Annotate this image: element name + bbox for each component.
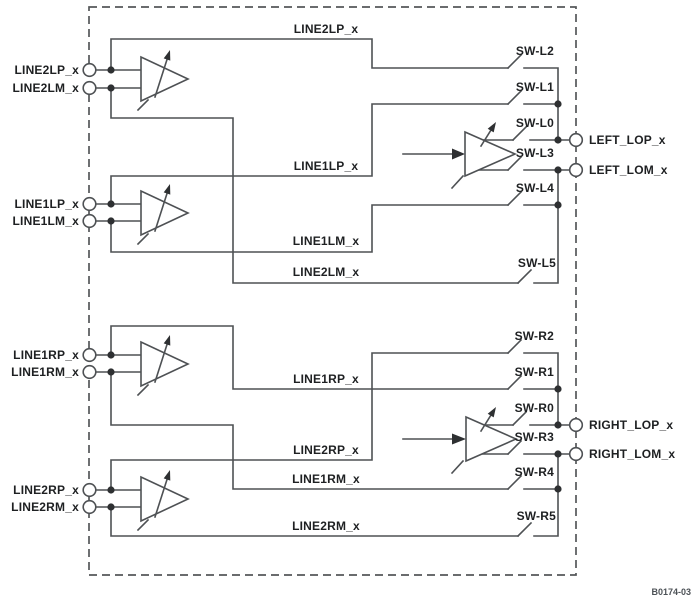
gain-arrow bbox=[153, 343, 169, 384]
switch-sw-r1-arm bbox=[506, 374, 523, 391]
line2rm-bypass-wire bbox=[110, 506, 519, 537]
line2lp-bypass-wire bbox=[110, 38, 509, 71]
pin-label-left-lop: LEFT_LOP_x bbox=[589, 133, 666, 147]
switch-sw-r2-arm bbox=[506, 338, 523, 355]
switch-label-sw-r0: SW-R0 bbox=[514, 401, 554, 415]
pin-label-right-lom: RIGHT_LOM_x bbox=[589, 447, 676, 461]
junction-dots bbox=[107, 66, 562, 511]
terminal-line2rm bbox=[82, 499, 97, 515]
terminal-right-lop bbox=[568, 417, 584, 433]
switch-label-sw-l2: SW-L2 bbox=[515, 44, 554, 58]
pin-label-line1rp: LINE1RP_x bbox=[13, 348, 79, 362]
terminal-line1rm bbox=[82, 364, 97, 380]
net-label-line2lp: LINE2LP_x bbox=[293, 22, 359, 36]
switch-label-sw-r3: SW-R3 bbox=[514, 430, 554, 444]
switch-label-sw-l1: SW-L1 bbox=[515, 80, 554, 94]
left-input-stub-wires bbox=[95, 69, 142, 222]
net-label-line1rp: LINE1RP_x bbox=[293, 372, 359, 386]
left-line-output-driver-amp bbox=[450, 122, 517, 190]
switch-label-sw-l3: SW-L3 bbox=[515, 146, 554, 160]
right-channel-circuit bbox=[95, 325, 571, 538]
net-label-line2rp: LINE2RP_x bbox=[293, 443, 359, 457]
gain-arrow bbox=[153, 58, 169, 99]
right-input-stub-wires bbox=[95, 354, 142, 508]
terminal-line2rp bbox=[82, 482, 97, 498]
net-label-line1rm: LINE1RM_x bbox=[292, 472, 360, 486]
gain-arrow bbox=[479, 414, 492, 433]
pin-label-line2rm: LINE2RM_x bbox=[11, 500, 79, 514]
pin-label-line2lp: LINE2LP_x bbox=[14, 63, 79, 77]
gain-arrow bbox=[479, 129, 492, 148]
left-m-rail-wire bbox=[533, 169, 571, 284]
io-terminals bbox=[82, 62, 584, 515]
line1rp-bypass-wire bbox=[110, 325, 509, 390]
switch-sw-r5-arm bbox=[516, 521, 533, 538]
switch-sw-r0-arm bbox=[511, 410, 528, 427]
line2-left-input-amp bbox=[136, 50, 190, 112]
pin-label-line1lm: LINE1LM_x bbox=[12, 214, 79, 228]
line1rm-bypass-wire bbox=[110, 371, 509, 490]
terminal-line2lm bbox=[82, 80, 97, 96]
right-switch-output-stubs bbox=[523, 388, 559, 490]
left-switch-output-stubs bbox=[523, 103, 559, 206]
right-m-rail-wire bbox=[533, 453, 571, 537]
switch-sw-l5-arm bbox=[516, 268, 533, 285]
figure-code: B0174-03 bbox=[651, 587, 691, 597]
net-label-line2lm: LINE2LM_x bbox=[292, 265, 360, 279]
line1-right-input-amp bbox=[136, 335, 190, 397]
line2-right-input-amp bbox=[136, 470, 190, 532]
switch-label-sw-l0: SW-L0 bbox=[515, 116, 554, 130]
net-label-line2rm: LINE2RM_x bbox=[292, 519, 360, 533]
line1-left-input-amp bbox=[136, 184, 190, 246]
switch-label-sw-l5: SW-L5 bbox=[517, 256, 556, 270]
gain-slash bbox=[450, 174, 465, 190]
left-channel-circuit bbox=[95, 38, 571, 285]
terminal-line2lp bbox=[82, 62, 97, 78]
gain-slash bbox=[136, 98, 150, 112]
switch-label-sw-r2: SW-R2 bbox=[514, 329, 554, 343]
line1lm-bypass-wire bbox=[110, 204, 509, 253]
gain-slash bbox=[136, 232, 150, 246]
switch-sw-l3-arm bbox=[506, 155, 523, 172]
pin-label-line1lp: LINE1LP_x bbox=[14, 197, 79, 211]
terminal-right-lom bbox=[568, 446, 584, 462]
net-label-line1lp: LINE1LP_x bbox=[293, 159, 359, 173]
switch-sw-r3-arm bbox=[506, 439, 523, 456]
terminal-line1lm bbox=[82, 213, 97, 229]
terminal-line1lp bbox=[82, 196, 97, 212]
left-driver-input-arrow bbox=[402, 148, 465, 160]
gain-slash bbox=[136, 518, 150, 532]
right-line-output-driver-amp bbox=[450, 407, 518, 475]
switch-label-sw-r5: SW-R5 bbox=[516, 509, 556, 523]
pin-label-line2lm: LINE2LM_x bbox=[12, 81, 79, 95]
pin-label-line2rp: LINE2RP_x bbox=[13, 483, 79, 497]
switch-sw-l2-arm bbox=[506, 53, 523, 70]
switch-sw-l4-arm bbox=[506, 190, 523, 207]
pin-label-line1rm: LINE1RM_x bbox=[11, 365, 79, 379]
gain-slash bbox=[450, 459, 465, 475]
switch-label-sw-r1: SW-R1 bbox=[514, 365, 554, 379]
switch-sw-l1-arm bbox=[506, 89, 523, 106]
terminal-left-lop bbox=[568, 132, 584, 148]
line1lp-bypass-wire bbox=[110, 103, 509, 205]
switch-sw-l0-arm bbox=[511, 125, 528, 142]
switch-label-sw-l4: SW-L4 bbox=[515, 181, 554, 195]
net-label-line1lm: LINE1LM_x bbox=[292, 234, 360, 248]
terminal-left-lom bbox=[568, 162, 584, 178]
terminal-line1rp bbox=[82, 347, 97, 363]
switch-label-sw-r4: SW-R4 bbox=[514, 465, 554, 479]
enclosure-dashed-border bbox=[88, 6, 577, 576]
switch-sw-r4-arm bbox=[506, 474, 523, 491]
gain-arrow bbox=[153, 478, 169, 519]
pin-label-left-lom: LEFT_LOM_x bbox=[589, 163, 668, 177]
pin-label-right-lop: RIGHT_LOP_x bbox=[589, 418, 674, 432]
gain-arrow bbox=[153, 192, 169, 233]
line2lm-bypass-wire bbox=[110, 87, 519, 284]
right-driver-input-arrow bbox=[402, 433, 466, 445]
line2rp-bypass-wire bbox=[110, 352, 509, 491]
gain-slash bbox=[136, 383, 150, 397]
